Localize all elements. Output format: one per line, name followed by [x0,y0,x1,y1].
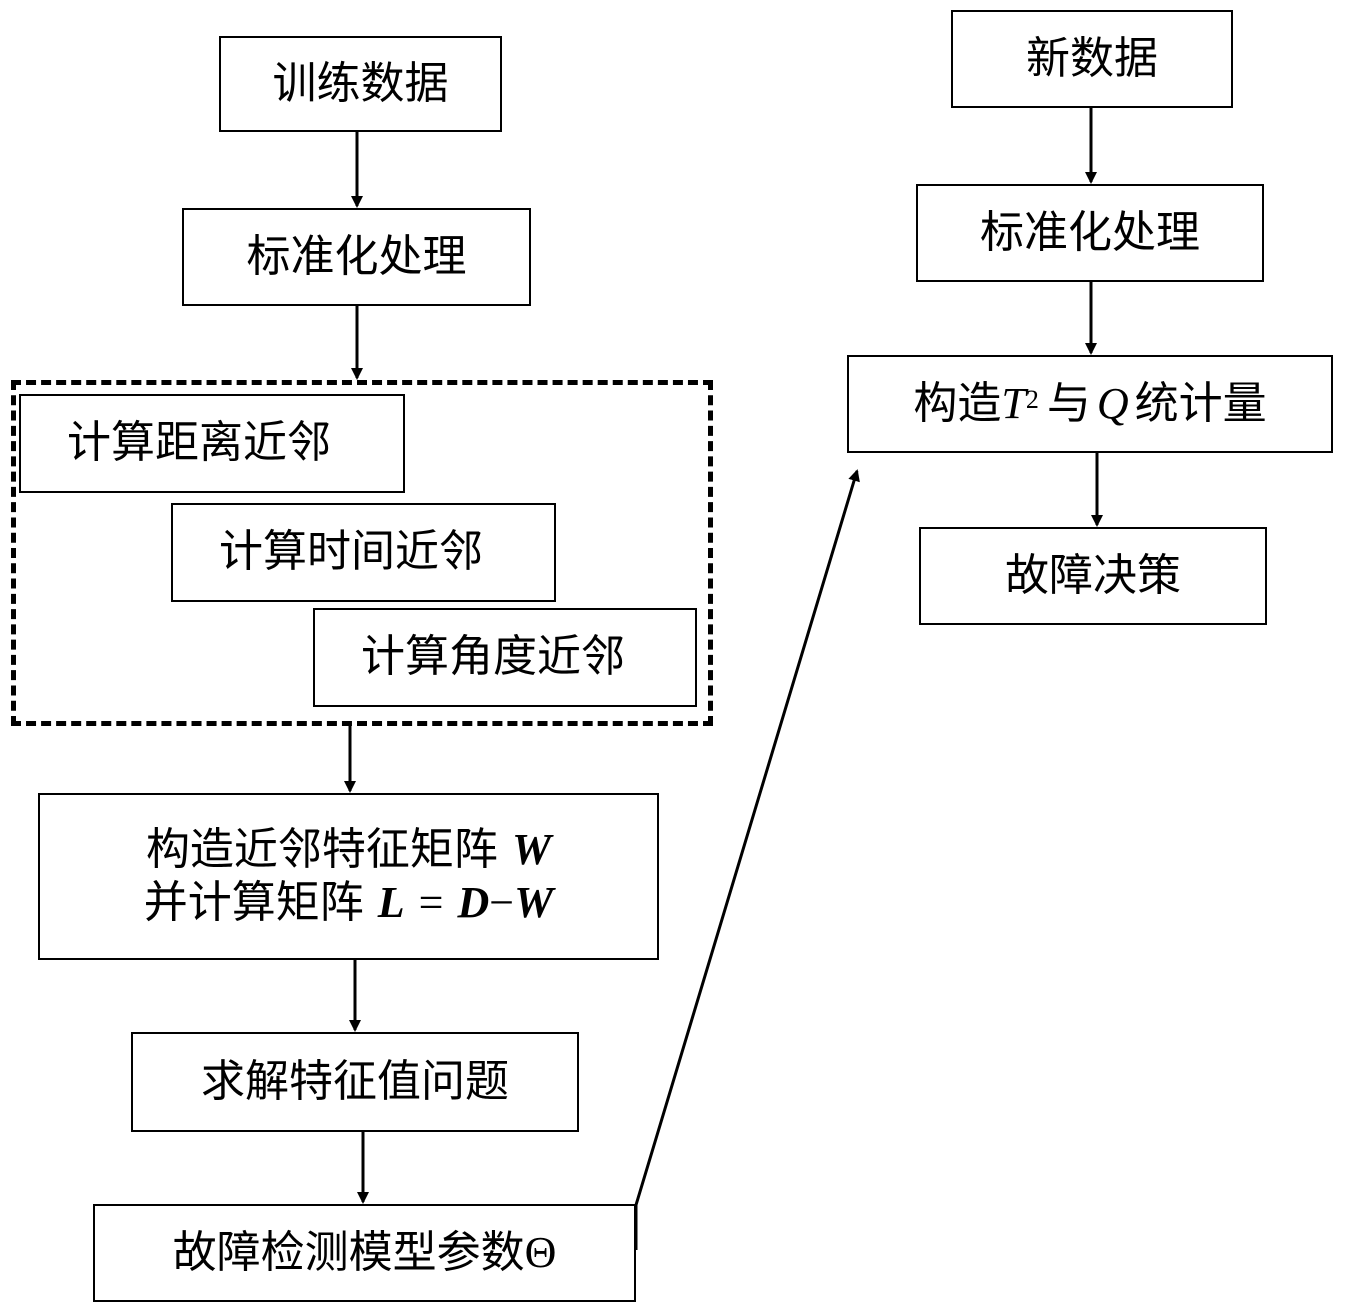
angle-neighbors-label: 计算角度近邻 [361,631,625,684]
feature-matrix-line2-text: 并计算矩阵 [144,877,364,928]
t-exponent: 2 [1026,384,1039,415]
statistics-prefix: 构造 [913,378,1001,431]
model-params-box: 故障检测模型参数Θ [93,1204,636,1302]
theta-symbol: Θ [525,1227,557,1280]
minus-sign: − [489,878,514,927]
statistics-suffix: 统计量 [1135,378,1267,431]
feature-matrix-line2: 并计算矩阵 L = D−W [144,877,553,930]
left-standardize-label: 标准化处理 [247,231,467,284]
new-data-box: 新数据 [951,10,1233,108]
statistics-mid: 与 [1047,378,1091,431]
new-data-label: 新数据 [1026,33,1158,86]
t-symbol: T [1001,378,1025,431]
matrix-w2-symbol: W [514,878,553,927]
distance-neighbors-label: 计算距离近邻 [67,417,331,470]
right-standardize-label: 标准化处理 [980,207,1200,260]
time-neighbors-box: 计算时间近邻 [171,503,556,602]
equals-sign: = [419,878,444,927]
statistics-box: 构造 T2 与 Q 统计量 [847,355,1333,453]
decision-box: 故障决策 [919,527,1267,625]
angle-neighbors-box: 计算角度近邻 [313,608,697,707]
feature-matrix-line1: 构造近邻特征矩阵 W [146,824,551,877]
q-symbol: Q [1097,378,1129,431]
feature-matrix-line1-text: 构造近邻特征矩阵 [146,824,498,875]
time-neighbors-label: 计算时间近邻 [219,526,483,579]
distance-neighbors-box: 计算距离近邻 [19,394,405,493]
decision-label: 故障决策 [1005,550,1181,603]
matrix-l-symbol: L [378,878,405,927]
left-standardize-box: 标准化处理 [182,208,531,306]
right-standardize-box: 标准化处理 [916,184,1264,282]
feature-matrix-box: 构造近邻特征矩阵 W 并计算矩阵 L = D−W [38,793,659,960]
training-data-label: 训练数据 [273,58,449,111]
matrix-w-symbol: W [512,825,551,874]
matrix-d-symbol: D [457,878,489,927]
eigen-problem-box: 求解特征值问题 [131,1032,579,1132]
model-params-label: 故障检测模型参数 [173,1227,525,1280]
eigen-problem-label: 求解特征值问题 [201,1056,509,1109]
training-data-box: 训练数据 [219,36,502,132]
